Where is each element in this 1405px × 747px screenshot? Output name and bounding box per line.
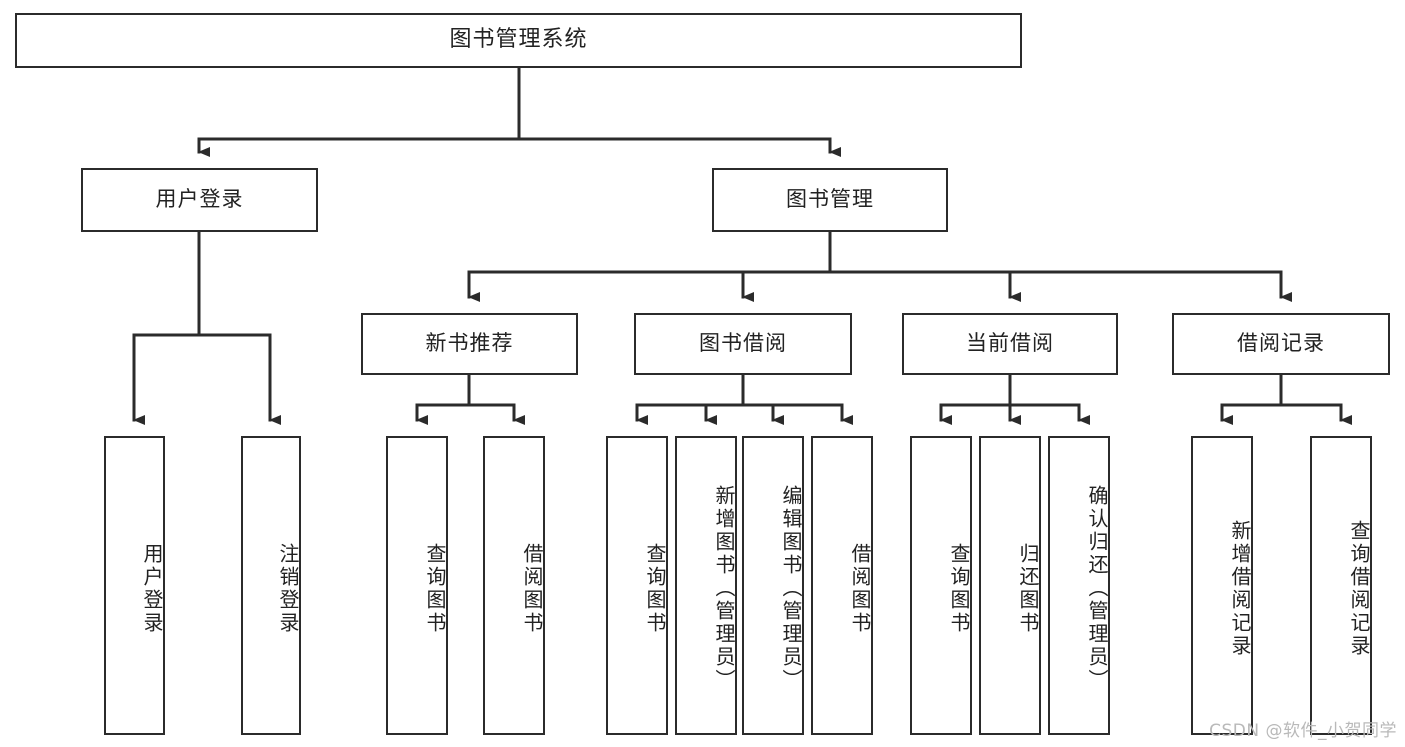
leaf-label: 新增借阅记录 <box>1228 519 1252 658</box>
leaf-label: 借阅图书 <box>520 542 544 635</box>
leaf-label: 查询图书 <box>643 542 667 635</box>
node-root-system[interactable]: 图书管理系统 <box>15 13 1022 68</box>
leaf-label: 新增图书（管理员） <box>712 485 736 692</box>
node-leaf-user-login[interactable]: 用户登录 <box>104 436 165 735</box>
node-leaf-borrow-book-2[interactable]: 借阅图书 <box>811 436 873 735</box>
node-leaf-add-record[interactable]: 新增借阅记录 <box>1191 436 1253 735</box>
leaf-label: 用户登录 <box>140 542 164 635</box>
leaf-label: 借阅图书 <box>848 542 872 635</box>
node-leaf-query-book-1[interactable]: 查询图书 <box>386 436 448 735</box>
node-new-book-recommend[interactable]: 新书推荐 <box>361 313 578 375</box>
node-borrow-record[interactable]: 借阅记录 <box>1172 313 1390 375</box>
node-leaf-return-book[interactable]: 归还图书 <box>979 436 1041 735</box>
node-leaf-confirm-return[interactable]: 确认归还（管理员） <box>1048 436 1110 735</box>
leaf-label: 归还图书 <box>1016 542 1040 635</box>
node-leaf-query-book-3[interactable]: 查询图书 <box>910 436 972 735</box>
node-leaf-user-logout[interactable]: 注销登录 <box>241 436 301 735</box>
node-leaf-borrow-book-1[interactable]: 借阅图书 <box>483 436 545 735</box>
node-book-manage[interactable]: 图书管理 <box>712 168 948 232</box>
node-current-borrow[interactable]: 当前借阅 <box>902 313 1118 375</box>
node-leaf-edit-book[interactable]: 编辑图书（管理员） <box>742 436 804 735</box>
node-leaf-add-book[interactable]: 新增图书（管理员） <box>675 436 737 735</box>
leaf-label: 查询图书 <box>423 542 447 635</box>
node-leaf-query-book-2[interactable]: 查询图书 <box>606 436 668 735</box>
node-book-borrow[interactable]: 图书借阅 <box>634 313 852 375</box>
node-leaf-query-record[interactable]: 查询借阅记录 <box>1310 436 1372 735</box>
leaf-label: 注销登录 <box>276 542 300 635</box>
leaf-label: 查询图书 <box>947 542 971 635</box>
node-user-login[interactable]: 用户登录 <box>81 168 318 232</box>
leaf-label: 确认归还（管理员） <box>1085 485 1109 692</box>
watermark-label: CSDN @软件_小贺同学 <box>1209 721 1397 741</box>
leaf-label: 编辑图书（管理员） <box>779 485 803 692</box>
leaf-label: 查询借阅记录 <box>1347 519 1371 658</box>
